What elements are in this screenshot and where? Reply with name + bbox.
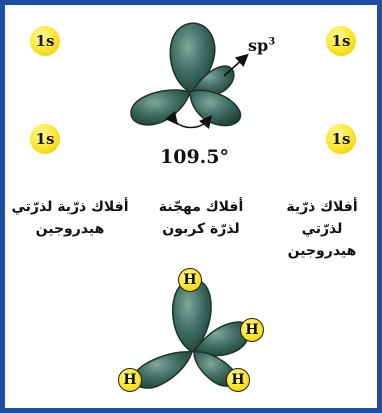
hydrogen-atom-label: H: [118, 368, 142, 392]
sp3-arrow: [223, 53, 249, 77]
hydrogen-atom-label: H: [240, 318, 264, 342]
caption-center: أفلاك مهجّنة لذرّة كربون: [158, 199, 244, 237]
hydrogen-1s-orbital: 1s: [326, 124, 356, 154]
sp3-label-exponent: 3: [268, 36, 276, 48]
sp3-label-base: sp: [248, 36, 269, 55]
sp3-lobe-left: [130, 89, 191, 126]
hydrogen-1s-orbital: 1s: [326, 26, 356, 56]
hydrogen-atom-label: H: [226, 368, 250, 392]
sp3-lobe-bottom-right: [189, 89, 242, 127]
hydrogen-1s-orbital: 1s: [30, 124, 60, 154]
hydrogen-1s-orbital: 1s: [30, 26, 60, 56]
hydrogen-atom-label: H: [178, 268, 202, 292]
bond-angle-arc: [165, 111, 213, 129]
caption-left: أفلاك ذرّية لذرّتي هيدروجين: [11, 199, 129, 237]
bond-angle-label: 109.5°: [160, 146, 229, 168]
sp3-label: sp3: [248, 36, 275, 55]
caption-right: أفلاك ذرّية لذرّتي هيدروجين: [286, 199, 358, 259]
sp3-lobe-top: [169, 22, 216, 93]
molecule-lobe-left: [133, 351, 194, 389]
